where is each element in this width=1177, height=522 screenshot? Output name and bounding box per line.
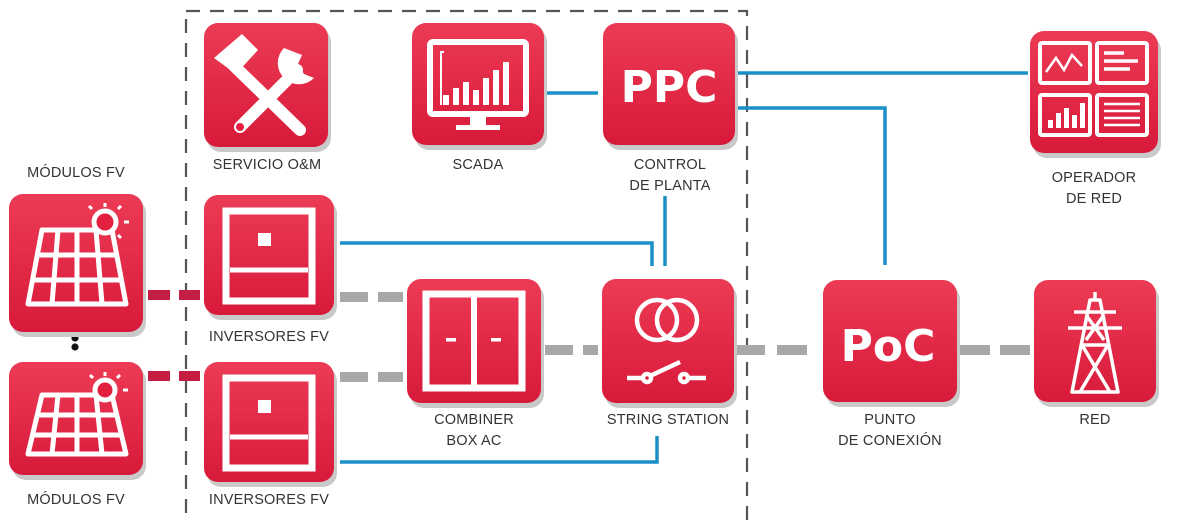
label-inverters-bottom: INVERSORES FV bbox=[208, 492, 330, 508]
data-line-inverter-bottom-station bbox=[340, 436, 659, 464]
tile-modules-bottom bbox=[9, 362, 146, 480]
label-combiner: COMBINER BOX AC bbox=[400, 410, 548, 452]
label-modules-bottom: MÓDULOS FV bbox=[27, 492, 125, 508]
label-string-station: STRING STATION bbox=[606, 412, 730, 428]
label-om-service: SERVICIO O&M bbox=[212, 157, 322, 173]
hammer-wrench-icon bbox=[214, 34, 314, 136]
label-poc-line1: PUNTO bbox=[864, 412, 916, 428]
label-grid-operator-line2: DE RED bbox=[1066, 191, 1122, 207]
tile-combiner bbox=[407, 279, 544, 408]
label-plant-control-line2: DE PLANTA bbox=[629, 178, 711, 194]
data-line-ppc-poc bbox=[738, 106, 887, 265]
combiner-box-icon bbox=[422, 290, 526, 392]
label-combiner-line1: COMBINER bbox=[434, 412, 514, 428]
label-poc-line2: DE CONEXIÓN bbox=[838, 433, 942, 449]
transformer-switch-icon bbox=[627, 297, 706, 385]
tile-grid-operator bbox=[1030, 31, 1161, 158]
plant-boundary bbox=[184, 9, 749, 522]
dashboard-screens-icon bbox=[1038, 41, 1149, 137]
solar-panel-icon bbox=[25, 372, 129, 457]
tile-om-service bbox=[204, 23, 331, 152]
tile-grid bbox=[1034, 280, 1159, 407]
tile-modules-top bbox=[9, 194, 146, 337]
transmission-tower-icon bbox=[1068, 292, 1122, 394]
inverter-icon bbox=[222, 374, 316, 472]
tile-inverters-top bbox=[204, 195, 337, 320]
label-combiner-line2: BOX AC bbox=[446, 433, 502, 449]
data-line-inverter-top-station bbox=[340, 241, 654, 266]
label-grid-operator: OPERADOR DE RED bbox=[1014, 168, 1174, 210]
ppc-text: PPC bbox=[621, 62, 718, 113]
label-plant-control-line1: CONTROL bbox=[633, 157, 707, 173]
label-poc: PUNTO DE CONEXIÓN bbox=[810, 410, 970, 452]
tile-ppc: PPC bbox=[603, 23, 738, 150]
label-scada: SCADA bbox=[452, 157, 504, 173]
label-grid: RED bbox=[1079, 412, 1111, 428]
tile-scada bbox=[412, 23, 547, 150]
label-grid-operator-line1: OPERADOR bbox=[1051, 170, 1137, 186]
solar-panel-icon bbox=[25, 203, 129, 307]
label-plant-control: CONTROL DE PLANTA bbox=[590, 155, 750, 197]
tile-string-station bbox=[602, 279, 737, 408]
monitor-chart-icon bbox=[427, 39, 529, 130]
connectors bbox=[148, 71, 1030, 464]
poc-text: PoC bbox=[841, 321, 936, 372]
label-modules-top: MÓDULOS FV bbox=[27, 165, 125, 181]
tile-poc: PoC bbox=[823, 280, 960, 407]
inverter-icon bbox=[222, 207, 316, 305]
tile-inverters-bottom bbox=[204, 362, 337, 487]
label-inverters-top: INVERSORES FV bbox=[208, 329, 330, 345]
